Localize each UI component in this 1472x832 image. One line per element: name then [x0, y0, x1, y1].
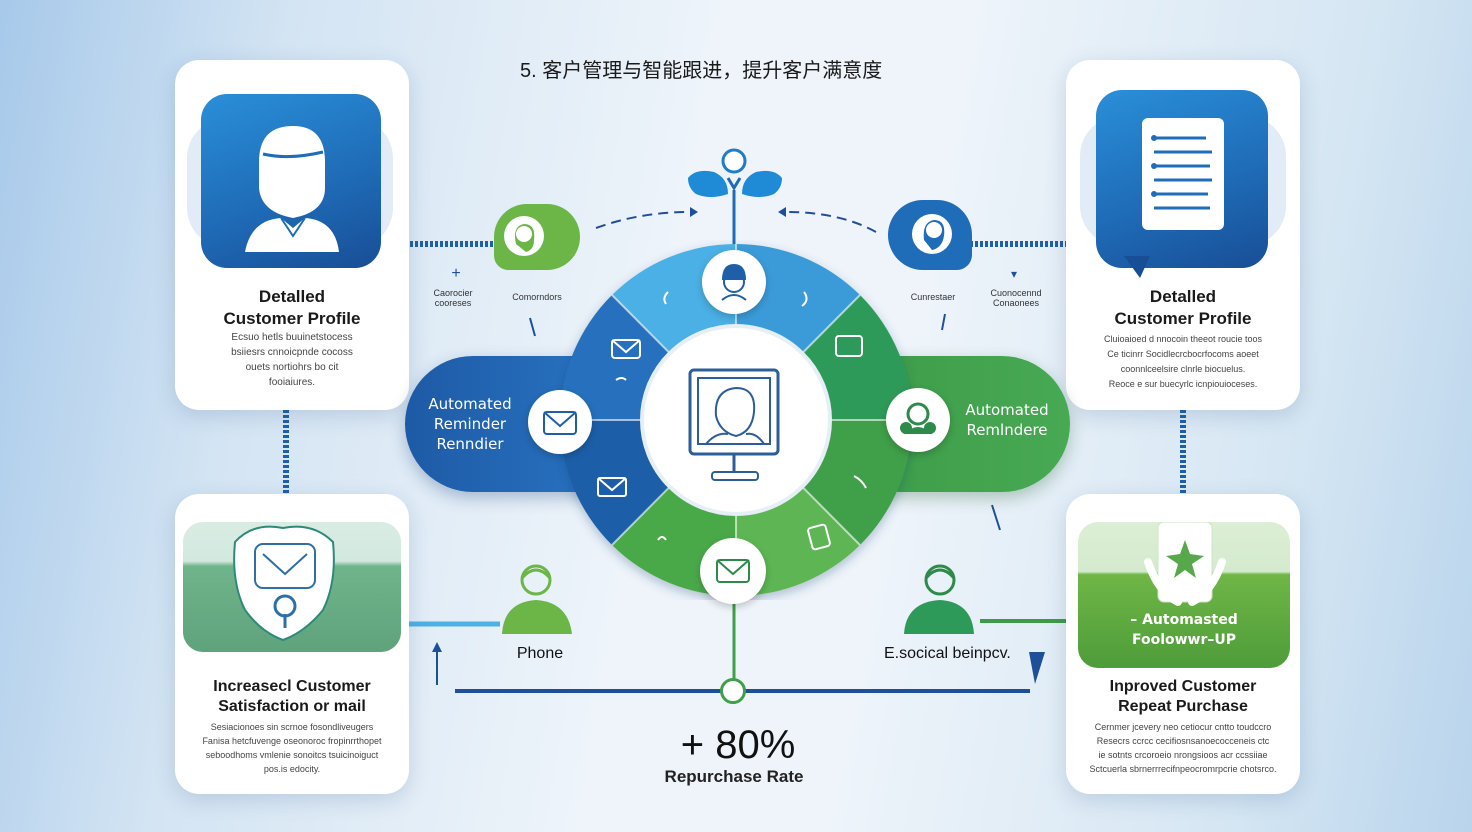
label-left-plus: +: [451, 265, 461, 282]
headset-icon: [721, 264, 747, 301]
document-icon: [1142, 118, 1224, 230]
label-right-3: Conaonees: [992, 298, 1040, 308]
card-improved-repeat-purchase: – Automasted Foolowwr–UP Inproved Custom…: [1066, 494, 1300, 794]
card-body: Ecsuo hetls buuinetstocess bsiiesrs cnno…: [189, 330, 395, 390]
email-icon: [543, 411, 577, 435]
stat-value: + 80%: [680, 723, 796, 767]
pill-label-1: Automated: [428, 395, 512, 413]
card-title-line2: Satisfaction or mail: [218, 698, 366, 715]
body-line: Sesiacionoes sin scrnoe fosondliveugers: [210, 722, 374, 732]
monitor-face-icon: [688, 368, 780, 481]
body-line: bsiiesrs cnnoicpnde cocoss: [231, 347, 353, 358]
body-line: Resecrs ccrcc cecifiosnsanoecocceneis ct…: [1096, 736, 1270, 746]
baseline-node: [720, 678, 746, 704]
user-avatar-icon: [502, 564, 572, 634]
card-title-line2: Customer Profile: [223, 309, 361, 328]
body-line: Ecsuo hetls buuinetstocess: [231, 332, 353, 343]
follow-up-label-2: Foolowwr–UP: [1131, 632, 1237, 648]
chat-bubble-icon: [504, 216, 544, 256]
label-left-3: Comorndors: [512, 292, 562, 302]
chat-bubble-left: [494, 204, 580, 270]
user-avatar-icon: [900, 402, 936, 434]
profile-tile: [201, 94, 381, 268]
email-icon: [716, 559, 750, 583]
body-line: ouets nortiohrs bo cit: [245, 362, 339, 373]
chat-bubble-right: [888, 200, 972, 270]
page-title: 5. 客户管理与智能跟进，提升客户满意度: [520, 60, 883, 82]
shield-icon: [233, 525, 335, 642]
card-detailed-profile-left: Detalled Customer Profile Ecsuo hetls bu…: [175, 60, 409, 410]
chat-bubble-icon: [912, 214, 952, 254]
pill-label-3: Renndier: [436, 435, 504, 453]
body-line: Cluioaioed d nnocoin theeot roucie toos: [1103, 334, 1263, 344]
user-avatar-icon: [904, 564, 974, 634]
stat-label: Repurchase Rate: [664, 767, 804, 786]
body-line: Sctcuerla sbrnerrrecifnpeocromrpcrie cho…: [1089, 764, 1277, 774]
follow-up-label-1: – Automasted: [1130, 612, 1238, 628]
body-line: Reoce e sur buecyrlc icnpiouioceses.: [1108, 379, 1258, 389]
body-line: coonnlceelsire clnrle biocuelus.: [1120, 364, 1246, 374]
body-line: ie sotnts crcoroeio nrongsioos acr ccssi…: [1098, 750, 1268, 760]
body-line: pos.is edocity.: [263, 764, 321, 774]
body-line: Fanisa hetcfuvenge oseonoroc fropinrrtho…: [202, 736, 382, 746]
pill-label-2: Remlndere: [966, 421, 1048, 439]
document-tile: [1096, 90, 1268, 268]
label-right-mark: ▾: [1010, 267, 1018, 281]
pill-label-2: Reminder: [433, 415, 507, 433]
card-detailed-profile-right: Detalled Customer Profile Cluioaioed d n…: [1066, 60, 1300, 410]
right-node-users: [886, 388, 950, 452]
card-title-line2: Customer Profile: [1114, 309, 1252, 328]
follow-up-tile: – Automasted Foolowwr–UP: [1078, 522, 1290, 668]
bubble-tail: [1124, 256, 1150, 278]
card-body: Cluioaioed d nnocoin theeot roucie toos …: [1080, 332, 1286, 392]
card-title-line2: Repeat Purchase: [1118, 698, 1248, 715]
body-line: seboodhoms vmlenie sonoitcs tsuicinoiguc…: [205, 750, 379, 760]
card-increased-satisfaction: Increasecl Customer Satisfaction or mail…: [175, 494, 409, 794]
phone-label: Phone: [516, 645, 564, 662]
label-right-2: Cuonocennd: [990, 288, 1042, 298]
left-node-email: [528, 390, 592, 454]
label-right-1: Cunrestaer: [910, 292, 956, 302]
card-title-line1: Increasecl Customer: [213, 678, 371, 695]
star-leaf-icon: [1144, 522, 1226, 606]
body-line: fooiaiures.: [268, 377, 316, 388]
card-title-line1: Inproved Customer: [1109, 678, 1257, 695]
card-title-line1: Detalled: [1149, 287, 1217, 306]
label-left-2: cooreses: [434, 298, 472, 308]
central-wheel: [560, 243, 912, 596]
card-body: Cernmer jcevery neo cetiocur cntto toudc…: [1074, 720, 1292, 776]
label-left-1: Caorocier: [433, 288, 473, 298]
network-node-icon: [688, 148, 782, 197]
person-icon: [245, 126, 339, 252]
top-node-headset: [702, 250, 766, 314]
pill-label-1: Automated: [965, 401, 1049, 419]
right-person-label: E.socical beinpcv.: [884, 645, 1011, 662]
bottom-node-email: [700, 538, 766, 604]
card-body: Sesiacionoes sin scrnoe fosondliveugers …: [183, 720, 401, 776]
body-line: Cernmer jcevery neo cetiocur cntto toudc…: [1094, 722, 1272, 732]
satisfaction-tile: [183, 522, 401, 652]
card-title-line1: Detalled: [258, 287, 326, 306]
body-line: Ce ticinrr Socidlecrcbocrfocoms aoeet: [1107, 349, 1259, 359]
